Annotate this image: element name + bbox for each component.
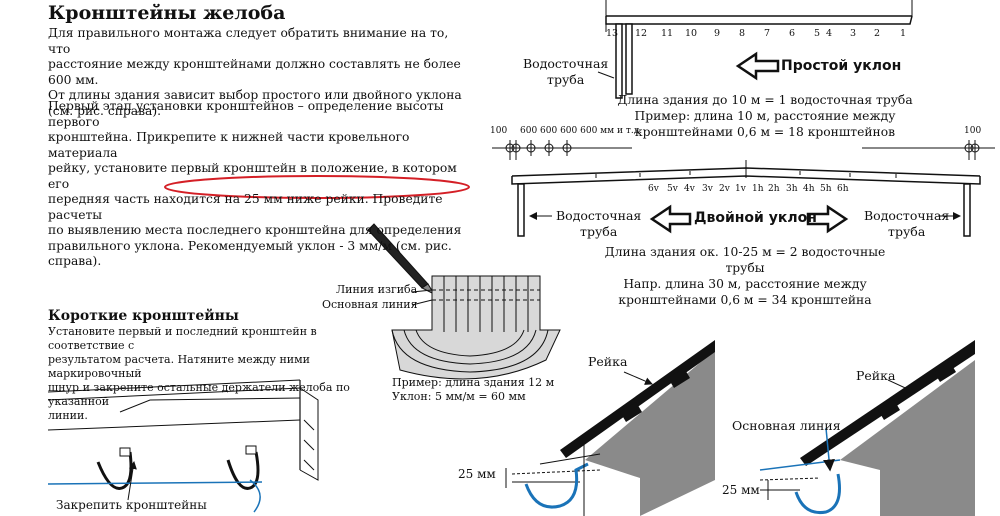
- text-line: передняя часть находится на 25 мм ниже р…: [48, 192, 443, 222]
- simple-caption: Длина здания до 10 м = 1 водосточная тру…: [617, 93, 913, 139]
- recommended-slope: Рекомендуемый уклон - 3 мм/м (см. рис. с…: [48, 238, 452, 269]
- short-brackets-illustration: [47, 379, 319, 513]
- double-slope-gutter: [511, 160, 981, 237]
- text-line: рейку, установите первый кронштейн в пол…: [48, 161, 457, 191]
- intro-paragraph: Для правильного монтажа следует обратить…: [48, 26, 468, 119]
- simple-slope-label: Простой уклон: [781, 58, 902, 74]
- offset-25mm-left: 25 мм: [458, 467, 496, 481]
- main-line-label: Основная линия: [322, 298, 418, 311]
- text-line: линии.: [48, 409, 88, 422]
- short-brackets-text: Установите первый и последний кронштейн …: [48, 325, 368, 423]
- double-pipe-right: Водосточная труба: [864, 208, 950, 239]
- double-caption: Длина здания ок. 10-25 м = 2 водосточные…: [604, 245, 886, 307]
- simple-pipe-label: Водосточная труба: [523, 56, 609, 87]
- text-line: Для правильного монтажа следует обратить…: [48, 26, 449, 56]
- double-left-100: 100: [490, 126, 508, 136]
- offset-25mm-right: 25 мм: [722, 483, 760, 497]
- fix-brackets-label: Закрепить кронштейны: [56, 498, 207, 512]
- slope-highlight: [164, 175, 470, 199]
- text-line: шнур и закрепите остальные держатели жел…: [48, 381, 350, 408]
- double-right-arrow-icon: [806, 204, 849, 234]
- text-line: расстояние между кронштейнами должно сос…: [48, 57, 461, 87]
- rail-label-right: Рейка: [856, 368, 896, 383]
- page-title: Кронштейны желоба: [48, 2, 286, 24]
- double-right-100: 100: [964, 126, 982, 136]
- bend-line-label: Линия изгиба: [336, 283, 418, 296]
- double-dimensions: 600 600 600 600 мм и т.д.: [520, 126, 643, 136]
- roof-main-line-label: Основная линия: [732, 418, 841, 433]
- simple-pipe-arrow: [597, 71, 615, 79]
- short-brackets-title: Короткие кронштейны: [48, 308, 239, 324]
- text-line: От длины здания зависит выбор простого и…: [48, 88, 462, 102]
- text-line: (см. рис. справа).: [48, 103, 162, 118]
- double-dimension-lines: [492, 140, 995, 160]
- gutter-bend-pattern: [391, 275, 561, 380]
- text-line: результатом расчета. Натяните между ними…: [48, 353, 310, 380]
- text-line: по выявлению места последнего кронштейна…: [48, 223, 462, 237]
- text-line: Первый этап установки кронштейнов – опре…: [48, 99, 444, 129]
- double-slope-label: Двойной уклон: [694, 210, 817, 226]
- text-line: Установите первый и последний кронштейн …: [48, 325, 317, 352]
- bend-example: Пример: длина здания 12 м Уклон: 5 мм/м …: [392, 376, 555, 403]
- double-scale-ticks: 6v 5v 4v 3v 2v 1v 1h 2h 3h 4h 5h 6h: [648, 184, 849, 194]
- roof-detail-left: [511, 340, 715, 516]
- pencil-icon: [367, 223, 436, 296]
- simple-slope-gutter: [605, 0, 913, 99]
- install-paragraph: Первый этап установки кронштейнов – опре…: [48, 99, 478, 270]
- simple-scale-numbers: 13 12 11 10 9 8 7 6 5 4 3 2 1: [606, 28, 907, 39]
- text-line: правильного уклона. Рекомендуемый уклон …: [48, 238, 452, 269]
- simple-slope-arrow-icon: [735, 51, 780, 81]
- rail-label-left: Рейка: [588, 354, 628, 369]
- double-pipe-left: Водосточная труба: [556, 208, 642, 239]
- roof-detail-right: [759, 340, 975, 516]
- text-line: кронштейна. Прикрепите к нижней части кр…: [48, 130, 410, 160]
- double-left-arrow-icon: [649, 204, 692, 234]
